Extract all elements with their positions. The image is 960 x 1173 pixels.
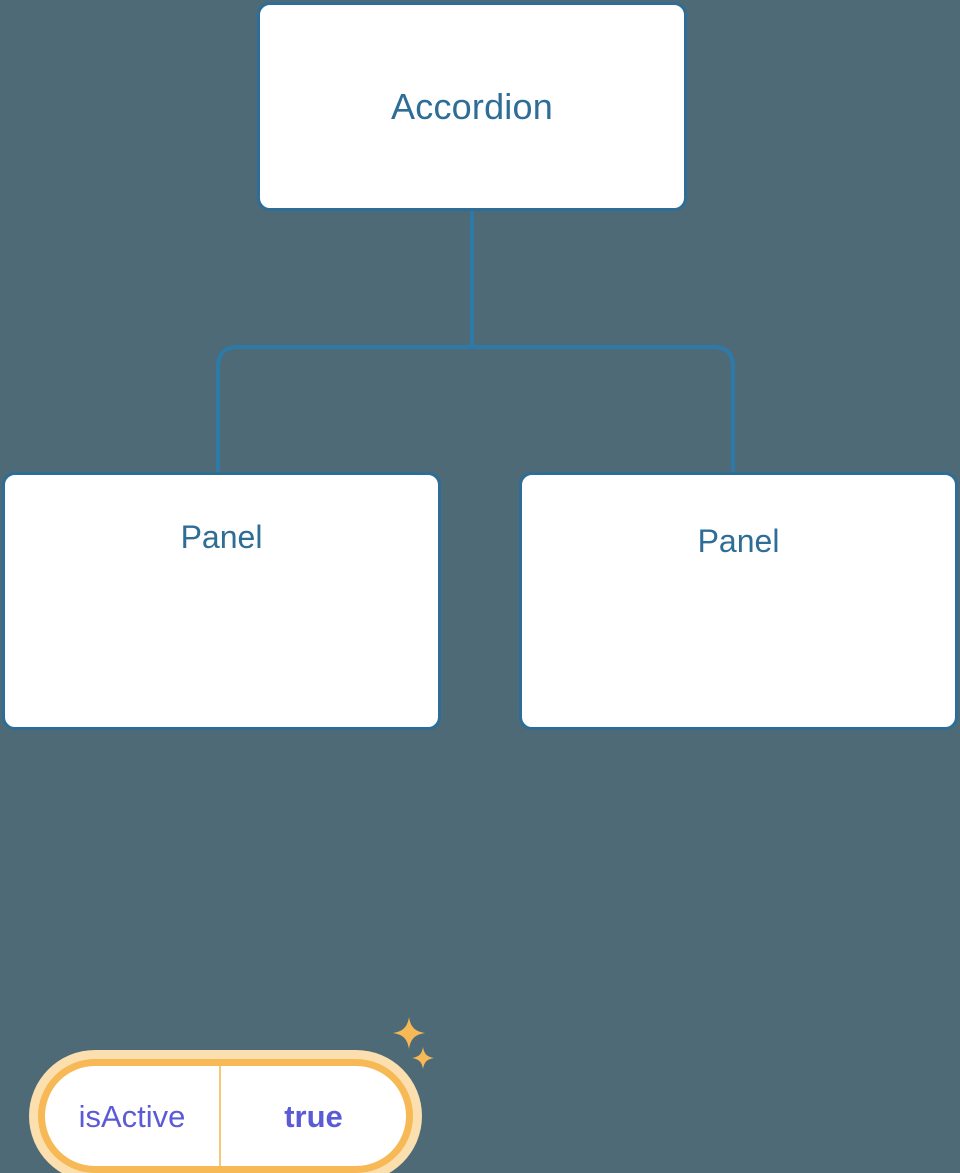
node-panel-left[interactable]: Panel isActive true: [2, 472, 441, 1173]
node-accordion-title: Accordion: [391, 85, 553, 127]
prop-pill-isactive-true[interactable]: isActive true: [38, 1059, 413, 1173]
sparkle-icon: [412, 1047, 434, 1069]
prop-value: true: [284, 1098, 343, 1134]
connector-branch-right: [472, 345, 735, 472]
node-accordion[interactable]: Accordion: [257, 2, 687, 211]
connector-branch-left: [216, 345, 472, 472]
node-panel-right-title: Panel: [697, 523, 780, 559]
sparkle-icon: [393, 1017, 425, 1049]
node-panel-right[interactable]: Panel isActive false: [519, 472, 958, 730]
node-panel-left-title: Panel: [180, 519, 263, 555]
prop-key: isActive: [45, 1066, 221, 1166]
